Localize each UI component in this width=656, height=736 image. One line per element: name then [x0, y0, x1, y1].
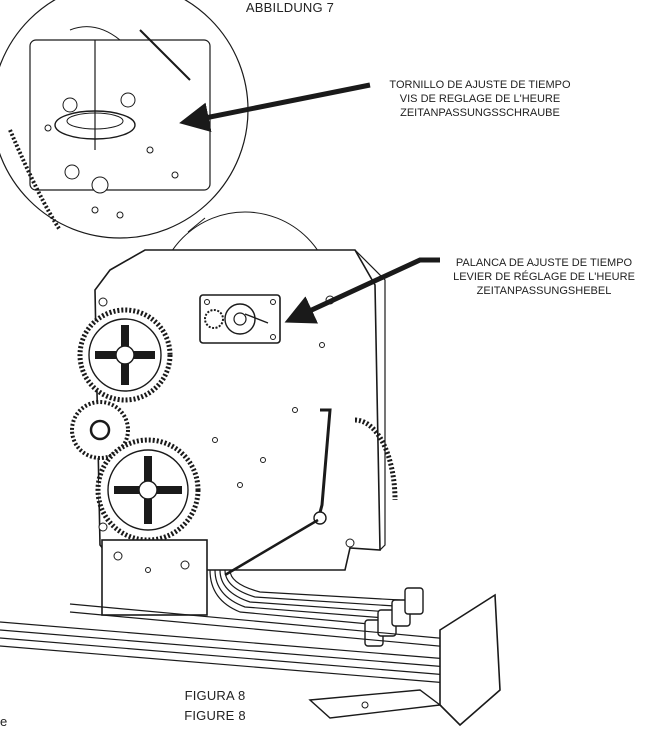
adjust-screw-label-de: ZEITANPASSUNGSSCHRAUBE: [400, 107, 560, 119]
small-pinion-gear: [70, 400, 130, 460]
adjust-lever-label-fr: LEVIER DE RÉGLAGE DE L'HEURE: [453, 271, 635, 283]
time-adjust-lever-module: [199, 294, 281, 344]
lower-gear: [95, 437, 201, 543]
adjust-lever-arrow: [284, 257, 440, 324]
edge-text-fragment: e: [0, 714, 8, 729]
adjust-screw-callout: TORNILLO DE AJUSTE DE TIEMPO VIS DE REGL…: [360, 78, 600, 120]
hammer-ribbons: [209, 569, 401, 626]
adjust-screw-label-fr: VIS DE REGLAGE DE L'HEURE: [399, 93, 561, 105]
mounting-bracket: [101, 539, 208, 616]
adjust-lever-label-es: PALANCA DE AJUSTE DE TIEMPO: [455, 257, 633, 269]
figure-7-caption: ABBILDUNG 7: [245, 0, 335, 15]
chime-rods: [0, 603, 461, 685]
rear-gear: [354, 417, 398, 501]
figure-8-caption-fr: FIGURE 8: [184, 708, 246, 723]
chime-block: [308, 593, 501, 727]
adjust-lever-callout: PALANCA DE AJUSTE DE TIEMPO LEVIER DE RÉ…: [432, 256, 656, 298]
adjust-lever-label-de: ZEITANPASSUNGSHEBEL: [476, 285, 612, 297]
crank-linkage: [224, 408, 332, 577]
adjust-screw-arrow: [179, 82, 371, 133]
figure-8-caption: FIGURA 8 FIGURE 8: [150, 686, 280, 726]
figure-8-caption-es: FIGURA 8: [184, 688, 246, 703]
adjust-screw-label-es: TORNILLO DE AJUSTE DE TIEMPO: [389, 79, 571, 91]
detail-magnifier: [0, 0, 249, 239]
upper-gear: [77, 307, 173, 403]
